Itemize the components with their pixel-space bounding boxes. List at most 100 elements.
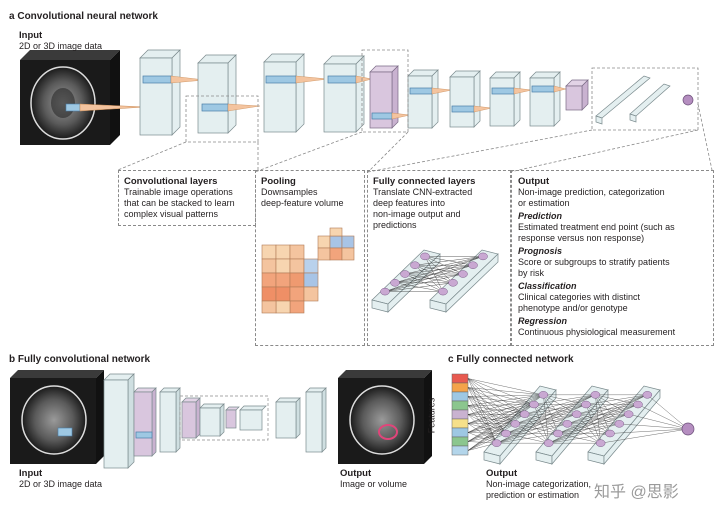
fc-node (553, 429, 563, 438)
fc-title: Fully connected layers (373, 176, 476, 187)
panel-b-heading: b Fully convolutional network (9, 354, 150, 365)
panel-c-letter: c (448, 354, 454, 365)
fc-connection (647, 394, 689, 430)
fc-connection (567, 423, 601, 444)
fc-node (468, 261, 478, 269)
pool-title: Pooling (261, 176, 296, 187)
output-box: Output Non-image prediction, categorizat… (511, 170, 714, 346)
panel-b-encoder-decoder (103, 373, 327, 469)
panel-a-pool-layer-1 (369, 65, 411, 129)
fc-connection (467, 405, 525, 415)
fc-connection (467, 414, 497, 444)
watermark: 知乎 @思影 (594, 484, 679, 501)
prognosis-term: Prognosis (518, 246, 563, 256)
fc-connection (543, 394, 549, 444)
fc-connection (467, 394, 544, 433)
conv-title: Convolutional layers (124, 176, 218, 187)
fc-node (538, 391, 549, 399)
fc-connection (467, 404, 535, 415)
panel-a-conv-layers (139, 49, 373, 136)
fc-connection (467, 387, 507, 434)
fc-connection (467, 414, 516, 425)
fc-connection (424, 256, 454, 283)
fc-node (595, 439, 606, 447)
fc-node (605, 429, 615, 438)
fc-node (491, 439, 502, 447)
panel-b-letter: b (9, 354, 16, 365)
fc-connection (467, 442, 497, 451)
fc-node (581, 400, 591, 409)
fc-node (420, 252, 430, 261)
fc-connection (467, 387, 544, 396)
fc-connection (467, 394, 544, 424)
fc-connection (595, 394, 629, 415)
output-title: Output (518, 176, 550, 187)
fc-node (510, 420, 521, 428)
fc-connection (467, 423, 516, 451)
panel-c-output-node (681, 422, 695, 436)
pooling-box: Pooling Downsamples deep-feature volume (255, 170, 365, 346)
fc-node (519, 410, 530, 418)
fc-line-3: non-image output and (373, 209, 461, 219)
fc-connection (467, 423, 516, 442)
fc-connection (467, 387, 525, 415)
panel-b-title: Fully convolutional network (17, 354, 151, 365)
panel-b-output-image (338, 370, 432, 464)
pool-line-2: deep-feature volume (261, 198, 344, 208)
fc-connection (404, 273, 444, 292)
fc-connection (414, 265, 444, 292)
fc-node (438, 287, 448, 296)
fc-connection (467, 394, 544, 415)
conv-line-3: complex visual patterns (124, 209, 219, 219)
fc-network-connections (467, 378, 689, 451)
fc-connection (515, 423, 549, 444)
fc-connection (424, 256, 474, 266)
panel-a-input-title: Input (19, 30, 43, 41)
panel-b-input-title: Input (19, 468, 43, 479)
fc-connection (467, 414, 525, 442)
panel-b-input-desc: 2D or 3D image data (19, 479, 103, 489)
fc-connection (467, 378, 525, 415)
fc-node (478, 252, 488, 261)
fc-connection (467, 394, 544, 397)
panel-a-conv-layers-2 (407, 69, 567, 129)
fc-node (562, 420, 573, 428)
fc-line-4: predictions (373, 220, 417, 230)
fc-layers-illustration (371, 249, 499, 313)
fc-node (623, 410, 634, 418)
panel-c-output-line-2: prediction or estimation (486, 490, 580, 500)
panel-a-input-desc: 2D or 3D image data (19, 41, 103, 51)
panel-c-title: Fully connected network (456, 354, 574, 365)
classification-term: Classification (518, 281, 577, 291)
fc-connection (505, 433, 549, 444)
panel-a-zoom-frames (117, 49, 713, 173)
fc-connection (576, 414, 601, 444)
panel-a-input-image (20, 50, 146, 145)
panel-c-output-line-1: Non-image categorization, (486, 479, 592, 489)
fc-connection (595, 394, 601, 444)
fc-connection (467, 387, 535, 405)
regression-term: Regression (518, 316, 568, 326)
fc-connection (524, 414, 549, 444)
fc-layers-box: Fully connected layers Translate CNN-ext… (367, 170, 511, 346)
fc-connection (424, 256, 464, 275)
fc-node (633, 400, 643, 409)
fc-connection (467, 414, 525, 433)
fc-connection (467, 387, 516, 424)
fc-node (571, 410, 582, 418)
prognosis-line-2: by risk (518, 268, 545, 278)
conv-line-1: Trainable image operations (124, 187, 233, 197)
fc-connection (467, 433, 507, 451)
classification-line-2: phenotype and/or genotype (518, 303, 628, 313)
fc-node (458, 270, 468, 278)
panel-b-zoom-frame (179, 395, 269, 441)
panel-a-letter: a (9, 11, 15, 22)
fc-node (448, 279, 458, 287)
panel-a-heading: a Convolutional neural network (9, 11, 158, 22)
panel-b-output-desc: Image or volume (340, 479, 408, 489)
panel-a-output-node (682, 94, 694, 106)
fc-node (543, 439, 554, 447)
panel-c-output-title: Output (486, 468, 518, 479)
fc-connection (467, 423, 507, 434)
